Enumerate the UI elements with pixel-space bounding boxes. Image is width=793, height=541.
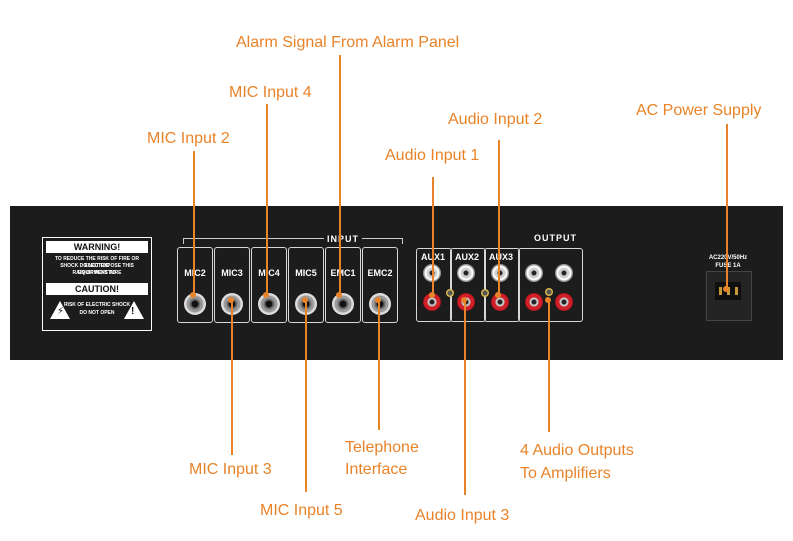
shock-warning-icon: ⚡ — [50, 301, 70, 319]
mic-input-2-callout: MIC Input 2 — [147, 130, 230, 147]
output-group-label: OUTPUT — [531, 233, 580, 243]
mic4-jack: MIC4 — [251, 247, 287, 323]
emc1-jack: EMC1 — [325, 247, 361, 323]
alarm-signal-leader — [339, 55, 341, 295]
emc2-label: EMC2 — [367, 268, 393, 278]
mic5-label: MIC5 — [295, 268, 317, 278]
ac-power-socket — [706, 271, 752, 321]
audio-outputs-callout-line-1: 4 Audio Outputs — [520, 442, 634, 459]
output-red-rca-2-icon — [555, 293, 573, 311]
mic2-label: MIC2 — [178, 268, 212, 278]
warning-text-line-3: RAIN OR MOISTURE — [72, 270, 122, 276]
mic-input-4-callout: MIC Input 4 — [229, 84, 312, 101]
power-rating-label: AC220V/50Hz FUSE 1A — [693, 254, 763, 270]
callout-dot-icon — [461, 297, 467, 303]
aux2-white-rca-icon — [457, 264, 475, 282]
aux3-input-box — [484, 248, 520, 322]
input-group-label: INPUT — [324, 234, 362, 244]
power-pin-icon — [735, 287, 738, 295]
telephone-interface-leader — [378, 300, 380, 430]
emc2-jack: EMC2 — [362, 247, 398, 323]
output-box — [518, 248, 583, 322]
input-bracket — [183, 238, 403, 244]
mic-input-4-leader — [266, 104, 268, 295]
mic-input-3-leader — [231, 300, 233, 455]
callout-dot-icon — [336, 292, 342, 298]
audio-outputs-leader — [548, 300, 550, 432]
audio-input-3-callout: Audio Input 3 — [415, 507, 510, 524]
mic-input-5-callout: MIC Input 5 — [260, 502, 343, 519]
output-white-rca-1-icon — [525, 264, 543, 282]
warning-text-line-1: TO REDUCE THE RISK OF FIRE OR ELECTRIC — [54, 256, 140, 269]
ac-power-leader — [726, 124, 728, 289]
callout-dot-icon — [723, 286, 729, 292]
caution-title: CAUTION! — [46, 283, 148, 295]
jack-icon — [332, 293, 354, 315]
alarm-signal-callout: Alarm Signal From Alarm Panel — [236, 34, 460, 51]
telephone-interface-callout-line-1: Telephone — [345, 439, 419, 456]
output-red-rca-1-icon — [525, 293, 543, 311]
power-pin-icon — [719, 287, 722, 295]
callout-dot-icon — [302, 297, 308, 303]
audio-input-3-leader — [464, 300, 466, 495]
output-white-rca-2-icon — [555, 264, 573, 282]
callout-dot-icon — [545, 297, 551, 303]
callout-dot-icon — [495, 292, 501, 298]
power-rating-line-2: FUSE 1A — [715, 263, 741, 269]
callout-dot-icon — [429, 292, 435, 298]
aux3-label: AUX3 — [488, 252, 513, 262]
mic-input-2-leader — [193, 151, 195, 295]
mic3-label: MIC3 — [221, 268, 243, 278]
audio-input-1-callout: Audio Input 1 — [385, 147, 480, 164]
aux3-white-rca-icon — [491, 264, 509, 282]
callout-dot-icon — [190, 292, 196, 298]
caution-text-line-2: DO NOT OPEN — [79, 310, 115, 316]
mic-input-3-callout: MIC Input 3 — [189, 461, 272, 478]
mic4-label: MIC4 — [258, 268, 280, 278]
exclamation-warning-icon: ! — [124, 301, 144, 319]
mic2-jack: MIC2 — [177, 247, 213, 323]
jack-icon — [184, 293, 206, 315]
ground-screw-icon — [545, 288, 553, 296]
aux1-red-rca-icon — [423, 293, 441, 311]
warning-title: WARNING! — [46, 241, 148, 253]
audio-outputs-callout-line-2: To Amplifiers — [520, 465, 611, 482]
warning-label: WARNING! TO REDUCE THE RISK OF FIRE OR E… — [42, 237, 152, 331]
aux1-input-box — [416, 248, 452, 322]
callout-dot-icon — [263, 292, 269, 298]
aux2-label: AUX2 — [454, 252, 479, 262]
ground-screw-icon — [481, 289, 489, 297]
warning-text-line-2: SHOCK DO NOT EXPOSE THIS EQUIPMENT TO — [60, 263, 134, 276]
ground-screw-icon — [446, 289, 454, 297]
audio-input-2-leader — [498, 140, 500, 295]
caution-text-line-1: RISK OF ELECTRIC SHOCK — [63, 302, 131, 308]
jack-icon — [369, 293, 391, 315]
callout-dot-icon — [228, 297, 234, 303]
mic-input-5-leader — [305, 300, 307, 492]
audio-input-1-leader — [432, 177, 434, 295]
jack-icon — [258, 293, 280, 315]
power-rating-line-1: AC220V/50Hz — [693, 254, 763, 262]
power-pin-icon — [727, 287, 730, 295]
audio-input-2-callout: Audio Input 2 — [448, 111, 543, 128]
emc1-label: EMC1 — [330, 268, 356, 278]
ac-power-supply-callout: AC Power Supply — [636, 102, 762, 119]
aux2-input-box — [450, 248, 486, 322]
callout-dot-icon — [375, 297, 381, 303]
telephone-interface-callout-line-2: Interface — [345, 461, 408, 478]
